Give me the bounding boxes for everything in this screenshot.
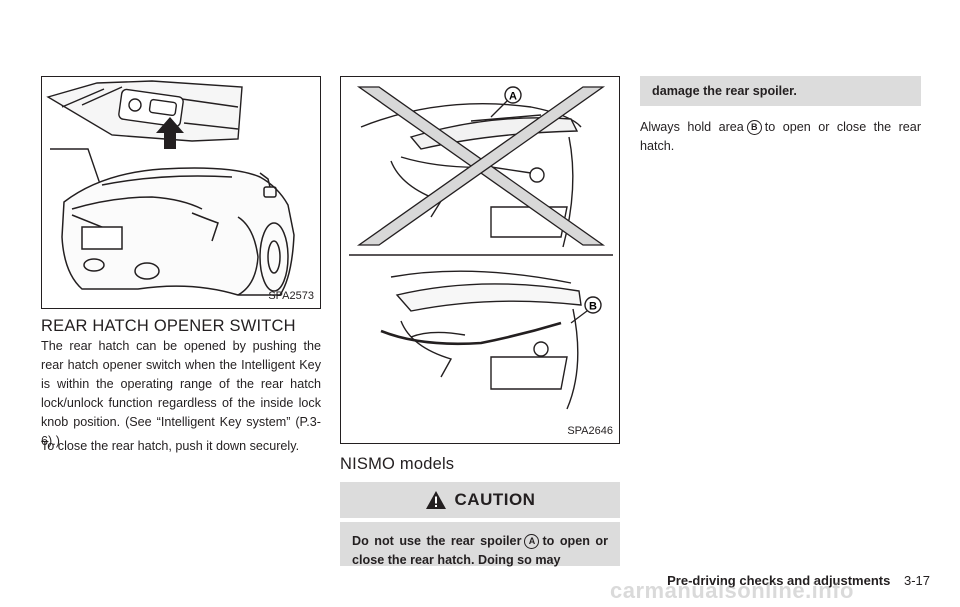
- caution-text-end: to open or close the rear hatch. Doing s…: [352, 534, 608, 567]
- figure-nismo-spoiler: A B SPA2646: [340, 76, 620, 444]
- figure-code: SPA2573: [268, 290, 314, 302]
- page-number: 3-17: [903, 573, 930, 588]
- instruction-text-start: Always hold area: [640, 120, 744, 134]
- figure-code: SPA2646: [567, 425, 613, 437]
- caution-title: CAUTION: [454, 490, 536, 509]
- warning-triangle-icon: [425, 491, 446, 509]
- instruction-text-end: to open or close the rear hatch.: [640, 120, 922, 153]
- page-footer: Pre-driving checks and adjustments 3-17: [667, 573, 930, 588]
- caution-header: CAUTION: [340, 482, 620, 518]
- callout-b-marker: B: [746, 120, 762, 135]
- caution-continuation-text: damage the rear spoiler.: [652, 84, 797, 98]
- rear-hatch-switch-illustration: [46, 80, 295, 296]
- footer-section: Pre-driving checks and adjustments: [667, 573, 891, 588]
- caution-continuation: damage the rear spoiler.: [640, 76, 921, 106]
- nismo-spoiler-illustration: A B: [349, 86, 613, 410]
- callout-a-label: A: [509, 91, 517, 103]
- callout-b-label: B: [589, 301, 597, 313]
- section-heading: REAR HATCH OPENER SWITCH: [41, 317, 296, 335]
- caution-text-start: Do not use the rear spoiler: [352, 534, 522, 548]
- watermark: carmanualsonline.info: [610, 578, 854, 603]
- body-paragraph: To close the rear hatch, push it down se…: [41, 439, 300, 453]
- figure-rear-hatch-switch: SPA2573: [41, 76, 321, 309]
- body-paragraph: The rear hatch can be opened by pushing …: [41, 339, 321, 448]
- callout-a-marker: A: [524, 534, 540, 549]
- nismo-heading: NISMO models: [340, 455, 455, 473]
